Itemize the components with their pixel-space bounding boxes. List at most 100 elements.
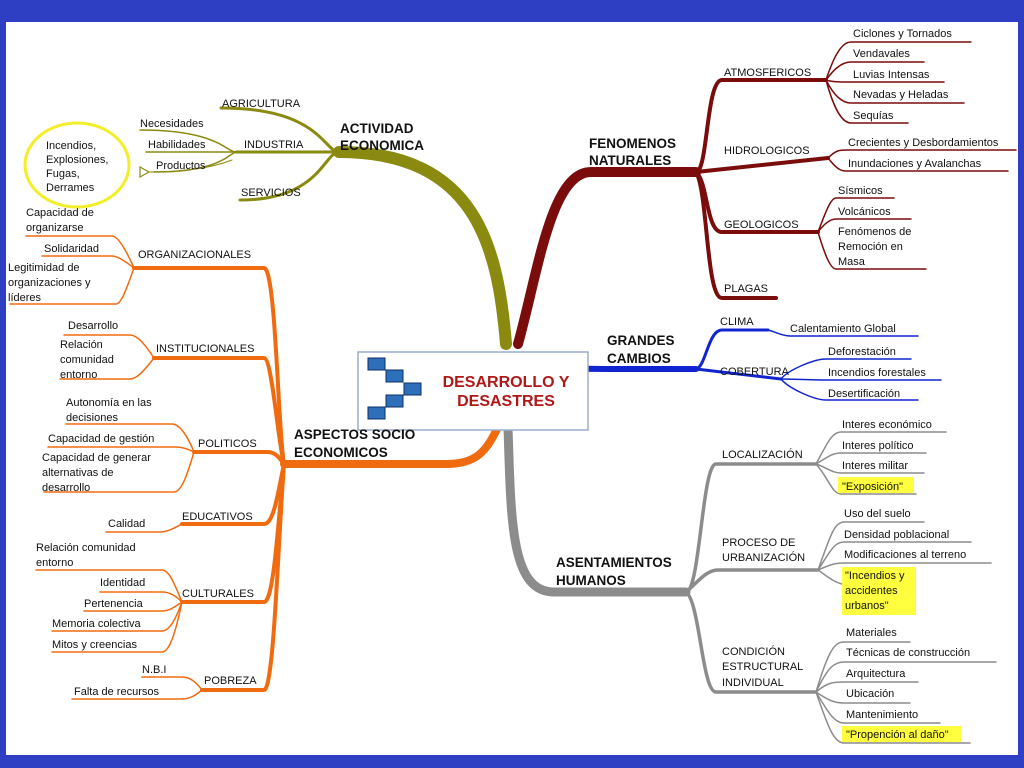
center-node: DESARROLLO Y DESASTRES (357, 351, 589, 431)
arrow-icon (139, 165, 151, 179)
node-incendios-urbanos-line3: urbanos" (845, 600, 889, 612)
node-ciclones: Ciclones y Tornados (853, 28, 952, 40)
node-incendios-urbanos-line1: "Incendios y (845, 570, 905, 582)
node-remocion-line1: Fenómenos de (838, 226, 911, 238)
branch-asentamientos-humanos (503, 422, 997, 744)
node-asentamientos-line1: ASENTAMIENTOS (556, 555, 672, 570)
node-inst-relacion-line2: comunidad (60, 354, 114, 366)
node-culturales: CULTURALES (182, 588, 254, 600)
node-nevadas: Nevadas y Heladas (853, 89, 949, 101)
node-legitimidad-line1: Legitimidad de (8, 262, 80, 274)
node-calentamiento: Calentamiento Global (790, 323, 896, 335)
node-actividad-economica-line1: ACTIVIDAD (340, 121, 414, 136)
node-plagas: PLAGAS (724, 283, 768, 295)
node-luvias: Luvias Intensas (853, 69, 930, 81)
node-arquitectura: Arquitectura (846, 668, 906, 680)
node-pol-generar-line2: alternativas de (42, 467, 114, 479)
node-habilidades: Habilidades (148, 139, 206, 151)
node-pol-gestion: Capacidad de gestión (48, 433, 154, 445)
node-materiales: Materiales (846, 627, 897, 639)
branch-aspectos-socio-economicos (9, 235, 502, 700)
node-incendios-line2: Explosiones, (46, 154, 108, 166)
node-vendavales: Vendavales (853, 48, 910, 60)
node-uso-suelo: Uso del suelo (844, 508, 911, 520)
node-sequias: Sequías (853, 110, 894, 122)
node-cul-identidad: Identidad (100, 577, 145, 589)
node-grandes-cambios-line2: CAMBIOS (607, 351, 671, 366)
node-solidaridad: Solidaridad (44, 243, 99, 255)
node-productos: Productos (156, 160, 206, 172)
node-densidad: Densidad poblacional (844, 529, 949, 541)
branch-actividad-economica (139, 106, 512, 350)
node-sismicos: Sísmicos (838, 185, 883, 197)
node-atmosfericos: ATMOSFERICOS (724, 67, 811, 79)
node-desertificacion: Desertificación (828, 388, 900, 400)
node-clima: CLIMA (720, 316, 754, 328)
node-legitimidad-line3: líderes (8, 292, 42, 304)
node-propencion: "Propención al daño" (846, 729, 949, 741)
node-industria: INDUSTRIA (244, 139, 304, 151)
node-pol-generar-line3: desarrollo (42, 482, 90, 494)
node-actividad-economica-line2: ECONOMICA (340, 138, 424, 153)
node-inundaciones: Inundaciones y Avalanchas (848, 158, 982, 170)
highlight-exposicion (838, 477, 914, 493)
node-exposicion: "Exposición" (842, 481, 903, 493)
node-necesidades: Necesidades (140, 118, 204, 130)
node-incendios-line1: Incendios, (46, 140, 96, 152)
node-inst-relacion-line1: Relación (60, 339, 103, 351)
node-aspectos-socio-line2: ECONOMICOS (294, 445, 388, 460)
node-grandes-cambios-line1: GRANDES (607, 333, 675, 348)
node-inst-desarrollo: Desarrollo (68, 320, 118, 332)
node-remocion-line2: Remoción en (838, 241, 903, 253)
node-urbanizacion-line2: URBANIZACIÓN (722, 551, 805, 564)
node-servicios: SERVICIOS (241, 187, 301, 199)
node-cobertura: COBERTURA (720, 366, 790, 378)
node-interes-militar: Interes militar (842, 460, 908, 472)
node-condicion-line2: ESTRUCTURAL (722, 661, 803, 673)
node-interes-politico: Interes político (842, 440, 914, 452)
node-incendios-line4: Derrames (46, 182, 95, 194)
node-asentamientos-line2: HUMANOS (556, 573, 626, 588)
highlight-circle (23, 121, 131, 209)
node-ubicacion: Ubicación (846, 688, 894, 700)
highlight-incendios-urbanos (842, 567, 916, 615)
node-pol-generar-line1: Capacidad de generar (42, 452, 151, 464)
node-fenomenos-naturales-line1: FENOMENOS (589, 136, 676, 151)
node-condicion-line1: CONDICIÓN (722, 645, 785, 658)
node-modificaciones: Modificaciones al terreno (844, 549, 966, 561)
node-localizacion: LOCALIZACIÓN (722, 448, 803, 461)
center-title-line1: DESARROLLO Y (443, 374, 570, 391)
node-cul-relacion-line2: entorno (36, 557, 73, 569)
node-agricultura: AGRICULTURA (222, 98, 301, 110)
node-organizacionales: ORGANIZACIONALES (138, 249, 251, 261)
node-hidrologicos: HIDROLOGICOS (724, 145, 810, 157)
node-urbanizacion-line1: PROCESO DE (722, 537, 795, 549)
node-cul-pertenencia: Pertenencia (84, 598, 144, 610)
node-deforestacion: Deforestación (828, 346, 896, 358)
node-educativos: EDUCATIVOS (182, 511, 253, 523)
node-incendios-line3: Fugas, (46, 168, 80, 180)
node-incendios-urbanos-line2: accidentes (845, 585, 898, 597)
logo-icon (367, 357, 422, 420)
node-mantenimiento: Mantenimiento (846, 709, 918, 721)
branch-fenomenos-naturales (513, 41, 1017, 349)
node-condicion-line3: INDIVIDUAL (722, 677, 784, 689)
mind-map-frame: DESARROLLO Y DESASTRES ACTIVIDAD ECONOMI… (6, 22, 1018, 755)
node-inst-relacion-line3: entorno (60, 369, 97, 381)
node-fenomenos-naturales-line2: NATURALES (589, 153, 671, 168)
node-cul-memoria: Memoria colectiva (52, 618, 142, 630)
node-aspectos-socio-line1: ASPECTOS SOCIO (294, 427, 415, 442)
node-institucionales: INSTITUCIONALES (156, 343, 254, 355)
node-interes-economico: Interes económico (842, 419, 932, 431)
node-incendios-forestales: Incendios forestales (828, 367, 926, 379)
node-edu-calidad: Calidad (108, 518, 145, 530)
mind-map: DESARROLLO Y DESASTRES ACTIVIDAD ECONOMI… (8, 28, 1017, 744)
node-pol-autonomia-line1: Autonomía en las (66, 397, 152, 409)
node-pob-falta: Falta de recursos (74, 686, 159, 698)
node-geologicos: GEOLOGICOS (724, 219, 799, 231)
node-pob-nbi: N.B.I (142, 664, 166, 676)
highlight-propencion (842, 726, 961, 742)
node-volcanicos: Volcánicos (838, 206, 891, 218)
node-remocion-line3: Masa (838, 256, 866, 268)
node-cul-mitos: Mitos y creencias (52, 639, 137, 651)
